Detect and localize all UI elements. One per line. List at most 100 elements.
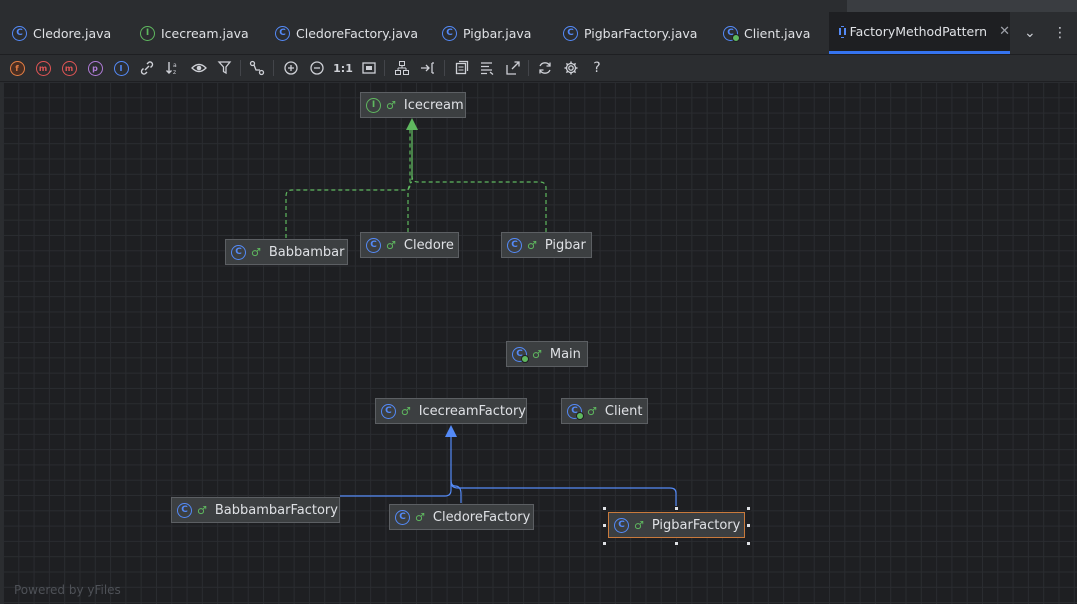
node-babbambarfactory[interactable]: C ♂ BabbambarFactory	[171, 497, 340, 523]
window-title-strip	[0, 0, 1077, 12]
public-visibility-icon: ♂	[634, 518, 644, 532]
node-pigbarfactory[interactable]: C ♂ PigbarFactory	[608, 512, 745, 538]
actual-size-button[interactable]: 1:1	[333, 61, 353, 75]
node-main[interactable]: C ♂ Main	[506, 341, 588, 367]
public-visibility-icon: ♂	[251, 245, 261, 259]
node-label: Icecream	[403, 97, 464, 113]
tab-label: Client.java	[744, 25, 811, 41]
node-pigbar[interactable]: C ♂ Pigbar	[501, 232, 592, 258]
node-icecreamfactory[interactable]: C ♂ IcecreamFactory	[375, 398, 527, 424]
more-options-icon[interactable]: ⋮	[1053, 25, 1067, 41]
resize-handle-s[interactable]	[674, 541, 679, 546]
class-icon: C	[381, 403, 396, 419]
refresh-icon[interactable]	[536, 59, 554, 77]
class-icon: C	[563, 25, 578, 41]
copy-diagram-icon[interactable]	[452, 59, 470, 77]
node-label: Pigbar	[544, 237, 586, 253]
interface-icon: I	[366, 97, 381, 113]
tab-pigbar-java[interactable]: C Pigbar.java	[442, 12, 531, 54]
left-gutter	[0, 82, 3, 604]
resize-handle-sw[interactable]	[602, 541, 607, 546]
zoom-out-icon[interactable]	[308, 59, 326, 77]
public-visibility-icon: ♂	[386, 98, 396, 112]
tab-pigbarfactory-java[interactable]: C PigbarFactory.java	[563, 12, 697, 54]
node-label: IcecreamFactory	[418, 403, 526, 419]
tab-cledore-java[interactable]: C Cledore.java	[12, 12, 111, 54]
main-class-icon: C	[723, 25, 740, 42]
zoom-in-icon[interactable]	[282, 59, 300, 77]
node-babbambar[interactable]: C ♂ Babbambar	[225, 239, 348, 265]
toolbar-divider	[444, 60, 445, 76]
settings-gear-icon[interactable]	[562, 59, 580, 77]
main-class-icon: C	[567, 403, 584, 420]
title-accent	[847, 0, 1077, 12]
public-visibility-icon: ♂	[415, 510, 425, 524]
edge-routing-icon[interactable]	[248, 59, 266, 77]
node-label: Cledore	[403, 237, 454, 253]
class-icon: C	[442, 25, 457, 41]
export-image-icon[interactable]	[504, 59, 522, 77]
public-visibility-icon: ♂	[197, 503, 207, 517]
class-icon: C	[275, 25, 290, 41]
toolbar-divider	[240, 60, 241, 76]
tab-factorymethodpattern[interactable]: FactoryMethodPattern ✕	[829, 12, 1010, 54]
node-label: Babbambar	[268, 244, 345, 260]
node-cledorefactory[interactable]: C ♂ CledoreFactory	[389, 504, 534, 530]
methods-icon[interactable]: m	[60, 59, 78, 77]
node-label: Client	[604, 403, 643, 419]
public-visibility-icon: ♂	[587, 404, 597, 418]
close-icon[interactable]: ✕	[999, 24, 1010, 39]
node-label: CledoreFactory	[432, 509, 531, 525]
node-label: BabbambarFactory	[214, 502, 338, 518]
interface-icon: I	[140, 25, 155, 41]
node-icecream[interactable]: I ♂ Icecream	[360, 92, 466, 118]
properties-icon[interactable]: p	[86, 59, 104, 77]
tab-label: PigbarFactory.java	[584, 25, 698, 41]
tab-label: Cledore.java	[33, 25, 112, 41]
layout-icon[interactable]	[393, 59, 411, 77]
toolbar-divider	[384, 60, 385, 76]
fields-icon[interactable]: f	[8, 59, 26, 77]
constructors-icon[interactable]: m	[34, 59, 52, 77]
class-icon: C	[507, 237, 522, 253]
inner-classes-icon[interactable]: I	[112, 59, 130, 77]
tab-icecream-java[interactable]: I Icecream.java	[140, 12, 249, 54]
class-icon: C	[231, 244, 246, 260]
class-icon: C	[366, 237, 381, 253]
node-client[interactable]: C ♂ Client	[561, 398, 648, 424]
filter-icon[interactable]	[216, 59, 234, 77]
tab-client-java[interactable]: C Client.java	[723, 12, 810, 54]
visibility-eye-icon[interactable]	[190, 59, 208, 77]
svg-text:z: z	[173, 69, 176, 76]
resize-handle-se[interactable]	[746, 541, 751, 546]
resize-handle-n[interactable]	[674, 506, 679, 511]
class-icon: C	[177, 502, 192, 518]
toolbar-divider	[528, 60, 529, 76]
svg-text:a: a	[173, 62, 177, 69]
node-cledore[interactable]: C ♂ Cledore	[360, 232, 459, 258]
export-text-icon[interactable]	[478, 59, 496, 77]
public-visibility-icon: ♂	[532, 347, 542, 361]
link-icon[interactable]	[138, 59, 156, 77]
resize-handle-nw[interactable]	[602, 506, 607, 511]
apply-layout-icon[interactable]	[419, 59, 437, 77]
resize-handle-ne[interactable]	[746, 506, 751, 511]
editor-tab-bar: C Cledore.java I Icecream.java C Cledore…	[0, 12, 1077, 55]
diagram-icon	[839, 25, 845, 38]
tab-label: Icecream.java	[161, 25, 249, 41]
resize-handle-w[interactable]	[602, 523, 607, 528]
fit-content-icon[interactable]	[360, 59, 378, 77]
toolbar-divider	[273, 60, 274, 76]
resize-handle-e[interactable]	[746, 523, 751, 528]
public-visibility-icon: ♂	[386, 238, 396, 252]
node-label: PigbarFactory	[651, 517, 741, 533]
public-visibility-icon: ♂	[400, 404, 411, 418]
tab-label: CledoreFactory.java	[296, 25, 419, 41]
tab-label: Pigbar.java	[463, 25, 532, 41]
help-button[interactable]: ?	[593, 60, 601, 76]
class-icon: C	[395, 509, 410, 525]
chevron-down-icon[interactable]: ⌄	[1024, 25, 1036, 41]
tab-cledorefactory-java[interactable]: C CledoreFactory.java	[275, 12, 418, 54]
